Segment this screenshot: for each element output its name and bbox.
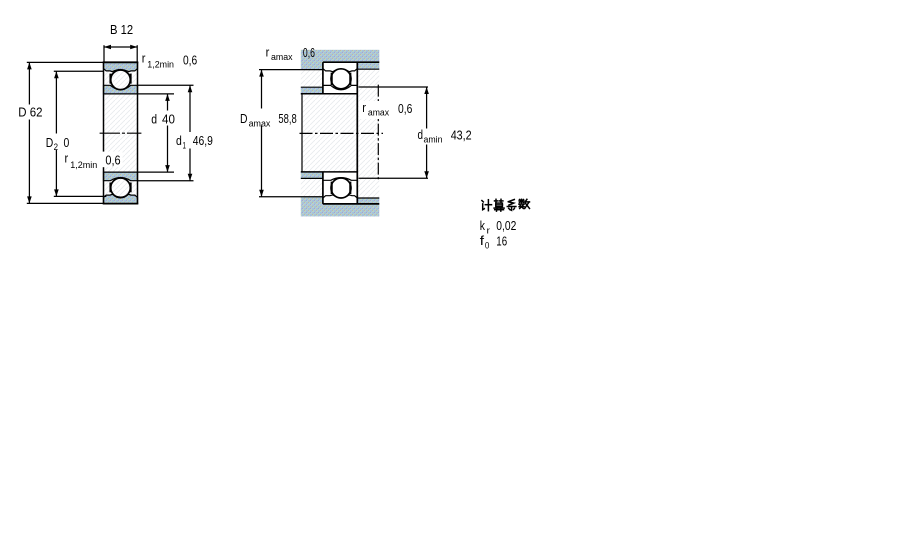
svg-text:46,9: 46,9	[193, 134, 213, 148]
svg-text:r: r	[362, 101, 366, 115]
svg-text:amax: amax	[368, 108, 390, 118]
svg-text:1,2min: 1,2min	[70, 160, 97, 170]
svg-text:r: r	[142, 52, 146, 66]
svg-text:D: D	[240, 112, 248, 126]
svg-text:f: f	[480, 234, 485, 248]
svg-text:D: D	[46, 136, 54, 150]
svg-text:58,8: 58,8	[278, 112, 296, 126]
svg-text:k: k	[480, 219, 486, 233]
svg-text:0,6: 0,6	[183, 54, 197, 68]
svg-text:D 62: D 62	[18, 106, 42, 120]
svg-text:B 12: B 12	[110, 23, 133, 37]
svg-text:amax: amax	[271, 52, 293, 62]
svg-text:16: 16	[496, 235, 507, 249]
svg-text:d: d	[151, 113, 157, 127]
svg-text:40: 40	[162, 113, 175, 127]
svg-text:0,6: 0,6	[398, 102, 412, 116]
svg-text:1: 1	[183, 141, 187, 151]
svg-text:2: 2	[54, 142, 58, 152]
svg-text:amin: amin	[424, 135, 443, 145]
svg-text:d: d	[418, 128, 424, 142]
svg-text:amax: amax	[249, 119, 271, 129]
svg-text:r: r	[266, 46, 270, 60]
svg-text:r: r	[65, 151, 69, 165]
svg-text:43,2: 43,2	[451, 129, 472, 143]
svg-text:0: 0	[64, 136, 70, 150]
svg-text:0,6: 0,6	[105, 154, 120, 168]
svg-text:d: d	[176, 134, 182, 148]
svg-text:1,2min: 1,2min	[147, 59, 174, 69]
svg-text:0,02: 0,02	[496, 219, 516, 233]
svg-text:0: 0	[485, 241, 490, 251]
svg-text:r: r	[487, 225, 491, 235]
svg-text:0,6: 0,6	[303, 46, 315, 60]
